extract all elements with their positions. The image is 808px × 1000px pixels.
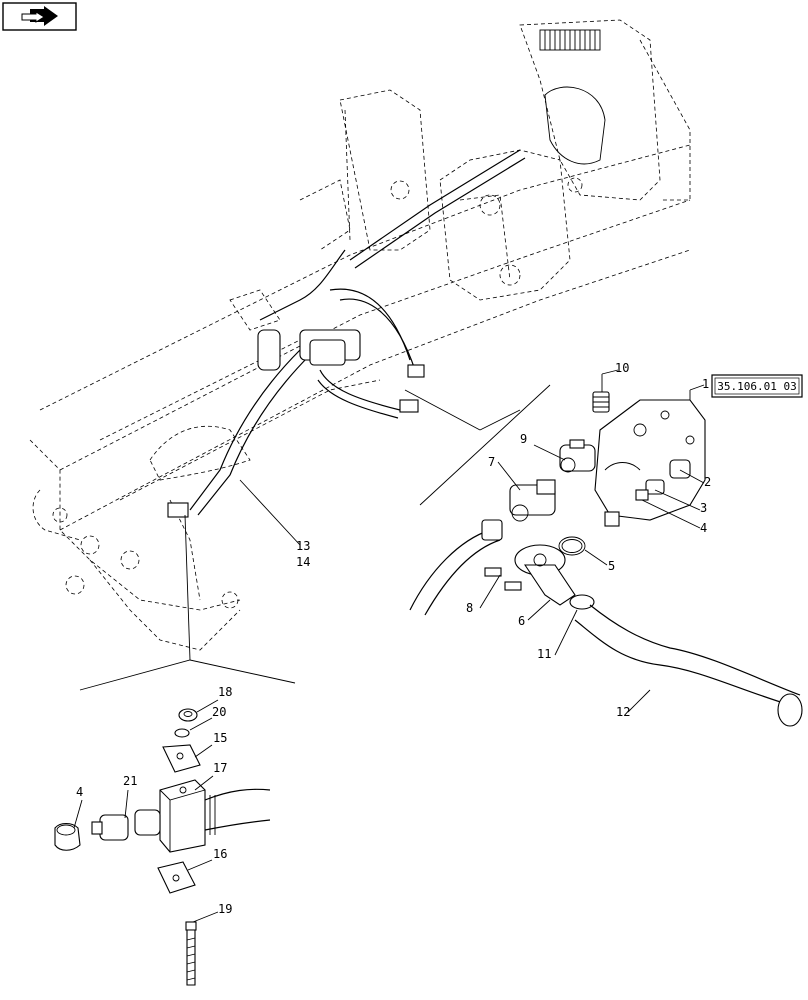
label-7: 7 <box>488 455 495 469</box>
label-15: 15 <box>213 731 227 745</box>
arrow-nav-icon[interactable] <box>2 2 77 31</box>
label-14: 14 <box>296 555 310 569</box>
callout-labels: 1 2 3 4 5 6 7 8 9 10 11 12 13 14 4 15 16… <box>76 361 711 916</box>
detail-hose[interactable] <box>204 788 271 835</box>
label-18: 18 <box>218 685 232 699</box>
label-4: 4 <box>700 521 707 535</box>
label-2: 2 <box>704 475 711 489</box>
chassis-hoses <box>167 149 526 518</box>
bolt-19[interactable] <box>185 921 197 986</box>
label-20: 20 <box>212 705 226 719</box>
hose-12[interactable] <box>574 604 803 727</box>
nut-18[interactable] <box>178 708 198 722</box>
fitting-21[interactable] <box>91 809 161 841</box>
block-17[interactable] <box>159 779 206 853</box>
fitting-10[interactable] <box>592 391 610 413</box>
label-21: 21 <box>123 774 137 788</box>
plate-15[interactable] <box>162 744 201 773</box>
cap-4[interactable] <box>54 822 81 851</box>
label-9: 9 <box>520 432 527 446</box>
clamp-11[interactable] <box>569 594 595 610</box>
fitting-7[interactable] <box>509 479 556 522</box>
label-19: 19 <box>218 902 232 916</box>
label-13: 13 <box>296 539 310 553</box>
oring-5[interactable] <box>558 536 586 556</box>
cooler-grille <box>539 29 606 165</box>
chassis-frame <box>29 19 691 651</box>
label-8: 8 <box>466 601 473 615</box>
label-1: 1 <box>702 377 709 391</box>
plate-16[interactable] <box>157 861 196 894</box>
reference-box[interactable]: 35.106.01 03 <box>711 374 803 398</box>
label-12: 12 <box>616 705 630 719</box>
label-4-detail: 4 <box>76 785 83 799</box>
label-5: 5 <box>608 559 615 573</box>
label-3: 3 <box>700 501 707 515</box>
washer-20[interactable] <box>174 728 190 738</box>
elbow-6[interactable] <box>514 544 576 606</box>
fitting-9[interactable] <box>559 439 596 473</box>
label-6: 6 <box>518 614 525 628</box>
label-16: 16 <box>213 847 227 861</box>
reference-text: 35.106.01 03 <box>717 380 796 393</box>
label-11: 11 <box>537 647 551 661</box>
hose-assembly[interactable] <box>409 519 503 616</box>
pump-assembly <box>594 399 706 527</box>
label-10: 10 <box>615 361 629 375</box>
label-17: 17 <box>213 761 227 775</box>
bolt-8[interactable] <box>484 567 522 591</box>
